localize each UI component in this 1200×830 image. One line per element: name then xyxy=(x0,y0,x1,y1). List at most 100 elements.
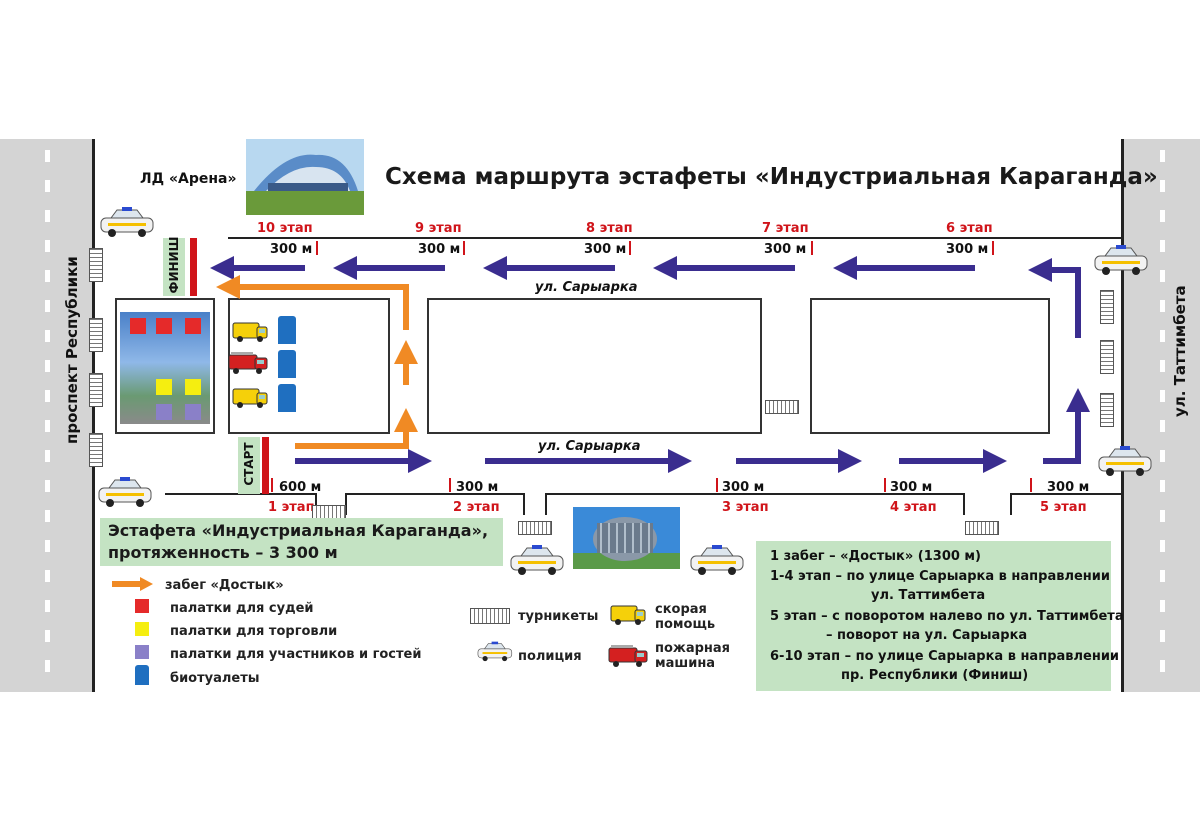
finish-box xyxy=(163,238,185,296)
stage-label-2: 2 этап xyxy=(453,500,500,515)
legend-guests: палатки для участников и гостей xyxy=(170,647,422,662)
bottom-spur-1 xyxy=(315,493,317,515)
police-car-icon xyxy=(96,476,154,512)
lane-dash xyxy=(1160,210,1165,222)
police-car-icon xyxy=(1092,244,1150,280)
lane-dash xyxy=(45,510,50,522)
biotoilet xyxy=(278,384,296,412)
lane-dash xyxy=(45,330,50,342)
lane-dash xyxy=(1160,360,1165,372)
bottom-spur-3 xyxy=(523,493,525,515)
bottom-road-edge-1 xyxy=(165,493,315,495)
info-box-line-2: протяженность – 3 300 м xyxy=(108,543,338,562)
route-notes: 1 забег – «Достык» (1300 м) 1-4 этап – п… xyxy=(756,541,1124,691)
lane-dash xyxy=(45,600,50,612)
lane-dash xyxy=(1160,300,1165,312)
distance-label: 300 м xyxy=(946,242,989,257)
biotoilet xyxy=(278,350,296,378)
stage-label-9: 9 этап xyxy=(415,221,462,236)
arena-label: ЛД «Арена» xyxy=(140,171,237,187)
ambulance-legend-icon xyxy=(610,605,646,625)
distance-label: 300 м xyxy=(418,242,461,257)
turnstile xyxy=(89,433,103,467)
legend-dostyk: забег «Достык» xyxy=(165,578,284,593)
stage-label-6: 6 этап xyxy=(946,221,993,236)
legend-toilets: биотуалеты xyxy=(170,671,260,686)
stage-marker xyxy=(884,478,886,492)
distance-label: 600 м xyxy=(279,480,322,495)
note-line: – поворот на ул. Сарыарка xyxy=(826,628,1028,643)
lane-dash xyxy=(45,660,50,672)
info-box xyxy=(100,518,503,566)
lane-dash xyxy=(1160,540,1165,552)
dostyk-arrow xyxy=(295,408,418,449)
center-block xyxy=(427,298,762,434)
route-arrow xyxy=(1043,388,1090,464)
biotoilet-legend-icon xyxy=(135,665,149,685)
legend-fire-line-2: машина xyxy=(655,656,716,671)
distance-label: 300 м xyxy=(722,480,765,495)
right-block xyxy=(810,298,1050,434)
biotoilet xyxy=(278,316,296,344)
stage-label-8: 8 этап xyxy=(586,221,633,236)
bottom-road-edge-3 xyxy=(545,493,963,495)
finish-line xyxy=(190,238,197,296)
lane-dash xyxy=(45,240,50,252)
trade-tent xyxy=(185,379,201,395)
police-car-icon xyxy=(98,206,156,242)
lane-dash xyxy=(45,300,50,312)
turnstile xyxy=(312,505,346,519)
stage-label-7: 7 этап xyxy=(762,221,809,236)
note-line: 6-10 этап – по улице Сарыарка в направле… xyxy=(770,649,1120,664)
start-box xyxy=(238,437,260,494)
lane-dash xyxy=(45,270,50,282)
stage-label-10: 10 этап xyxy=(257,221,313,236)
lane-dash xyxy=(1160,660,1165,672)
stage-marker xyxy=(716,478,718,492)
lane-dash xyxy=(1160,150,1165,162)
turnstile xyxy=(1100,340,1114,374)
lane-dash xyxy=(1160,450,1165,462)
distance-label: 300 м xyxy=(764,242,807,257)
police-car-icon xyxy=(508,544,566,580)
route-arrow xyxy=(1028,258,1081,338)
bottom-spur-4 xyxy=(545,493,547,515)
police-legend-icon xyxy=(476,641,514,664)
stage-marker xyxy=(271,478,273,492)
turnstile xyxy=(1100,393,1114,427)
fire-truck-legend-icon xyxy=(608,645,648,667)
guest-tent-legend-swatch xyxy=(135,645,149,659)
stage-marker xyxy=(629,241,631,255)
turnstile xyxy=(89,248,103,282)
distance-label: 300 м xyxy=(456,480,499,495)
stage-marker xyxy=(463,241,465,255)
lane-dash xyxy=(45,540,50,552)
top-street-label: ул. Сарыарка xyxy=(535,280,638,295)
note-line: 1-4 этап – по улице Сарыарка в направлен… xyxy=(770,569,1110,584)
lane-dash xyxy=(45,420,50,432)
lane-dash xyxy=(45,570,50,582)
lane-dash xyxy=(1160,570,1165,582)
distance-label: 300 м xyxy=(584,242,627,257)
lane-dash xyxy=(1160,180,1165,192)
lane-dash xyxy=(45,360,50,372)
note-line: 5 этап – с поворотом налево по ул. Татти… xyxy=(770,609,1124,624)
turnstile xyxy=(89,373,103,407)
bottom-road-edge-4 xyxy=(1010,493,1121,495)
lane-dash xyxy=(1160,390,1165,402)
fire-truck-icon xyxy=(228,352,268,374)
lane-dash xyxy=(45,480,50,492)
bottom-spur-5 xyxy=(963,493,965,515)
ambulance-icon xyxy=(232,388,268,408)
lane-dash xyxy=(45,390,50,402)
legend-fire-line-1: пожарная xyxy=(655,641,731,656)
judges-tent xyxy=(156,318,172,334)
stage-label-3: 3 этап xyxy=(722,500,769,515)
left-road-edge xyxy=(92,139,95,692)
lane-dash xyxy=(45,150,50,162)
judges-tent xyxy=(185,318,201,334)
stage-label-4: 4 этап xyxy=(890,500,937,515)
lane-dash xyxy=(1160,630,1165,642)
bottom-road-edge-2 xyxy=(345,493,523,495)
